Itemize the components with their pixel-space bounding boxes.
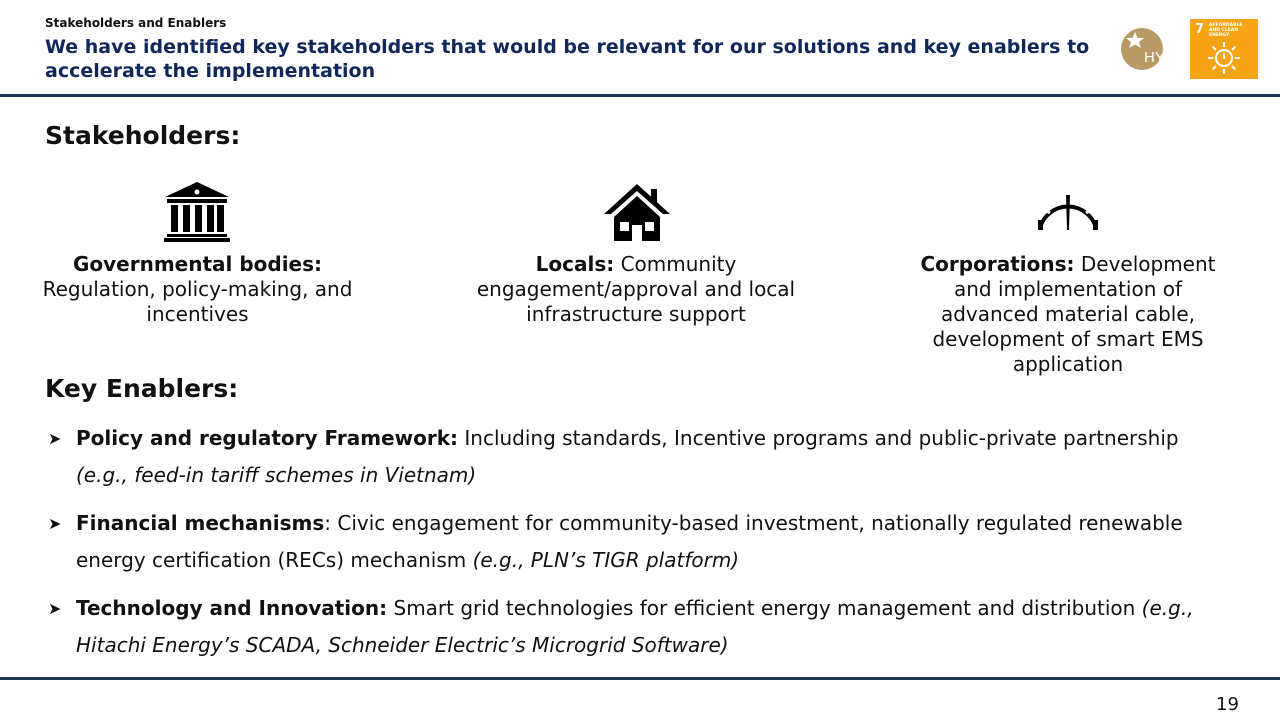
stakeholder-government: Governmental bodies: Regulation, policy-… xyxy=(40,252,355,327)
stakeholder-desc: Development and implementation of advanc… xyxy=(932,252,1216,376)
hyli-logo-text: HYLI xyxy=(1144,49,1177,66)
government-building-icon xyxy=(164,182,230,242)
list-item: ➤ Policy and regulatory Framework: Inclu… xyxy=(45,420,1235,494)
stakeholder-corporations: Corporations: Development and implementa… xyxy=(910,252,1226,377)
arrow-bullet-icon: ➤ xyxy=(48,599,62,618)
stakeholder-desc: Regulation, policy-making, and incentive… xyxy=(42,277,353,326)
section-kicker: Stakeholders and Enablers xyxy=(45,16,227,30)
stakeholder-label: Corporations: xyxy=(920,252,1075,276)
arrow-bullet-icon: ➤ xyxy=(48,514,62,533)
arrow-bullet-icon: ➤ xyxy=(48,429,62,448)
enabler-label: Policy and regulatory Framework: xyxy=(76,426,459,450)
stakeholder-label: Governmental bodies: xyxy=(72,252,323,276)
sdg7-badge: 7 AFFORDABLE AND CLEAN ENERGY xyxy=(1190,19,1258,79)
enabler-text: : Civic engagement for community-based i… xyxy=(76,511,1183,572)
hyli-logo: HYLI xyxy=(1118,24,1188,74)
enabler-text: Including standards, Incentive programs … xyxy=(458,426,1179,450)
list-item: ➤ Financial mechanisms: Civic engagement… xyxy=(45,505,1235,579)
enablers-list: ➤ Policy and regulatory Framework: Inclu… xyxy=(45,420,1235,675)
enabler-example: (e.g., feed-in tariff schemes in Vietnam… xyxy=(76,463,477,487)
sun-power-icon xyxy=(1208,42,1240,74)
stakeholders-heading: Stakeholders: xyxy=(45,121,241,150)
enablers-heading: Key Enablers: xyxy=(45,374,239,403)
list-item: ➤ Technology and Innovation: Smart grid … xyxy=(45,590,1235,664)
enabler-label: Financial mechanisms xyxy=(76,511,325,535)
stakeholder-label: Locals: xyxy=(535,252,615,276)
page-number: 19 xyxy=(1216,694,1239,715)
enabler-example: (e.g., Hitachi Energy’s SCADA, Schneider… xyxy=(76,596,1194,657)
enabler-text: Smart grid technologies for efficient en… xyxy=(387,596,1142,620)
stakeholder-locals: Locals: Community engagement/approval an… xyxy=(476,252,796,327)
house-icon xyxy=(604,184,670,241)
header-divider xyxy=(0,94,1280,97)
sdg-number: 7 xyxy=(1195,22,1205,37)
footer-divider xyxy=(0,677,1280,680)
slide-title: We have identified key stakeholders that… xyxy=(45,36,1090,82)
enabler-example: (e.g., PLN’s TIGR platform) xyxy=(472,548,740,572)
stakeholder-desc: Community engagement/approval and local … xyxy=(476,252,796,326)
enabler-label: Technology and Innovation: xyxy=(76,596,388,620)
sdg-label: AFFORDABLE AND CLEAN ENERGY xyxy=(1209,23,1243,38)
gauge-icon xyxy=(1038,195,1098,230)
